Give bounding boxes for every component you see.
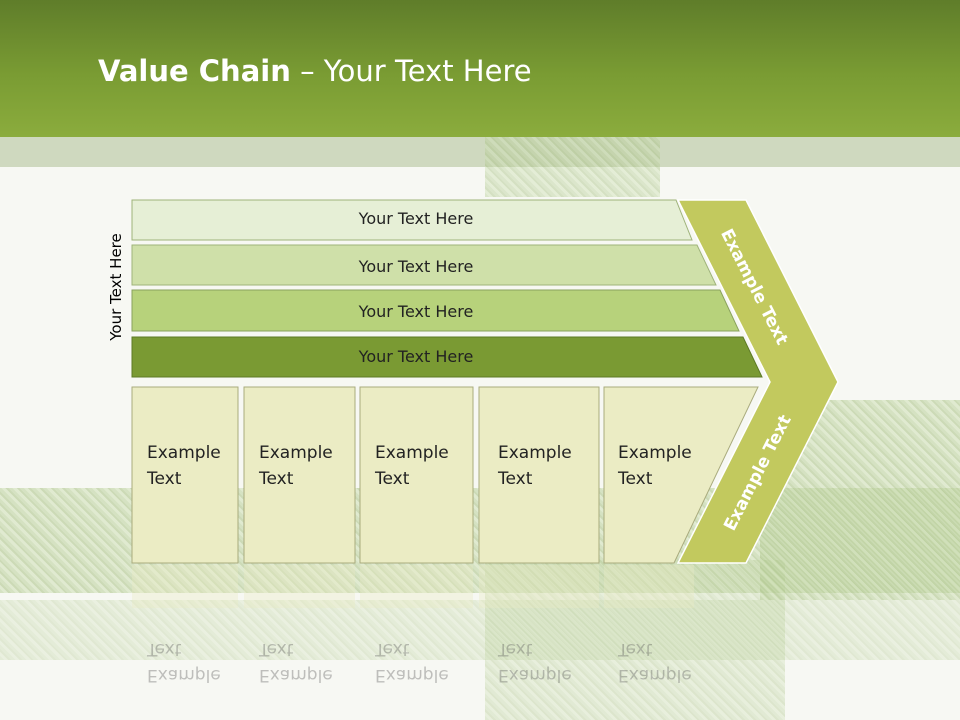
chevron-shape — [676, 199, 839, 564]
reflection-line2: Text — [497, 639, 533, 659]
activity-box-line1: Example — [498, 443, 572, 463]
activity-box-line1: Example — [618, 443, 692, 463]
activity-box-shape — [131, 386, 239, 564]
reflection-line2: Text — [374, 639, 410, 659]
activity-box-line1: Example — [375, 443, 449, 463]
activity-box-line1: Example — [147, 443, 221, 463]
header-band — [0, 137, 960, 167]
activity-box-line2: Text — [497, 469, 533, 489]
bar-shape — [131, 336, 763, 378]
background-grass — [485, 137, 660, 197]
background-grass — [0, 600, 960, 660]
activity-box-shape — [478, 386, 600, 564]
bar-row: Your Text Here — [131, 336, 763, 378]
reflection-box — [604, 565, 694, 608]
bar-row: Your Text Here — [131, 289, 740, 332]
activity-box-line2: Text — [374, 469, 410, 489]
title-rest: – Your Text Here — [290, 54, 532, 88]
bar-shape — [131, 289, 740, 332]
background-grass — [485, 560, 785, 720]
activity-box: Example Text — [243, 386, 356, 564]
reflection-line1: Example — [147, 665, 221, 685]
activity-box-line2: Text — [258, 469, 294, 489]
reflection-line2: Text — [258, 639, 294, 659]
bar-label: Your Text Here — [358, 347, 474, 366]
activity-box-shape — [243, 386, 356, 564]
reflection-box — [132, 565, 238, 608]
reflection-line1: Example — [259, 665, 333, 685]
activity-box: Example Text — [131, 386, 239, 564]
reflection-box — [360, 565, 473, 608]
reflection-box — [479, 565, 599, 608]
bar-row: Your Text Here — [131, 199, 693, 241]
activity-box-shape — [359, 386, 474, 564]
activity-box-line2: Text — [146, 469, 182, 489]
activity-box: Example Text — [603, 386, 759, 564]
header-bar — [0, 0, 960, 137]
activity-box-line1: Example — [259, 443, 333, 463]
reflection-line1: Example — [375, 665, 449, 685]
activity-box: Example Text — [359, 386, 474, 564]
reflection-line2: Text — [617, 639, 653, 659]
bar-shape — [131, 244, 717, 286]
reflection: Example Text Example Text Example Text E… — [132, 565, 694, 685]
activity-box: Example Text — [478, 386, 600, 564]
bar-label: Your Text Here — [358, 302, 474, 321]
activity-box-line2: Text — [617, 469, 653, 489]
reflection-box — [244, 565, 355, 608]
reflection-line1: Example — [618, 665, 692, 685]
bar-label: Your Text Here — [358, 257, 474, 276]
title-bold: Value Chain — [98, 54, 291, 88]
reflection-line2: Text — [146, 639, 182, 659]
activity-box-shape — [603, 386, 759, 564]
bar-row: Your Text Here — [131, 244, 717, 286]
bar-label: Your Text Here — [358, 209, 474, 228]
page-title: Value Chain – Your Text Here — [98, 54, 532, 88]
reflection-line1: Example — [498, 665, 572, 685]
bar-shape — [131, 199, 693, 241]
